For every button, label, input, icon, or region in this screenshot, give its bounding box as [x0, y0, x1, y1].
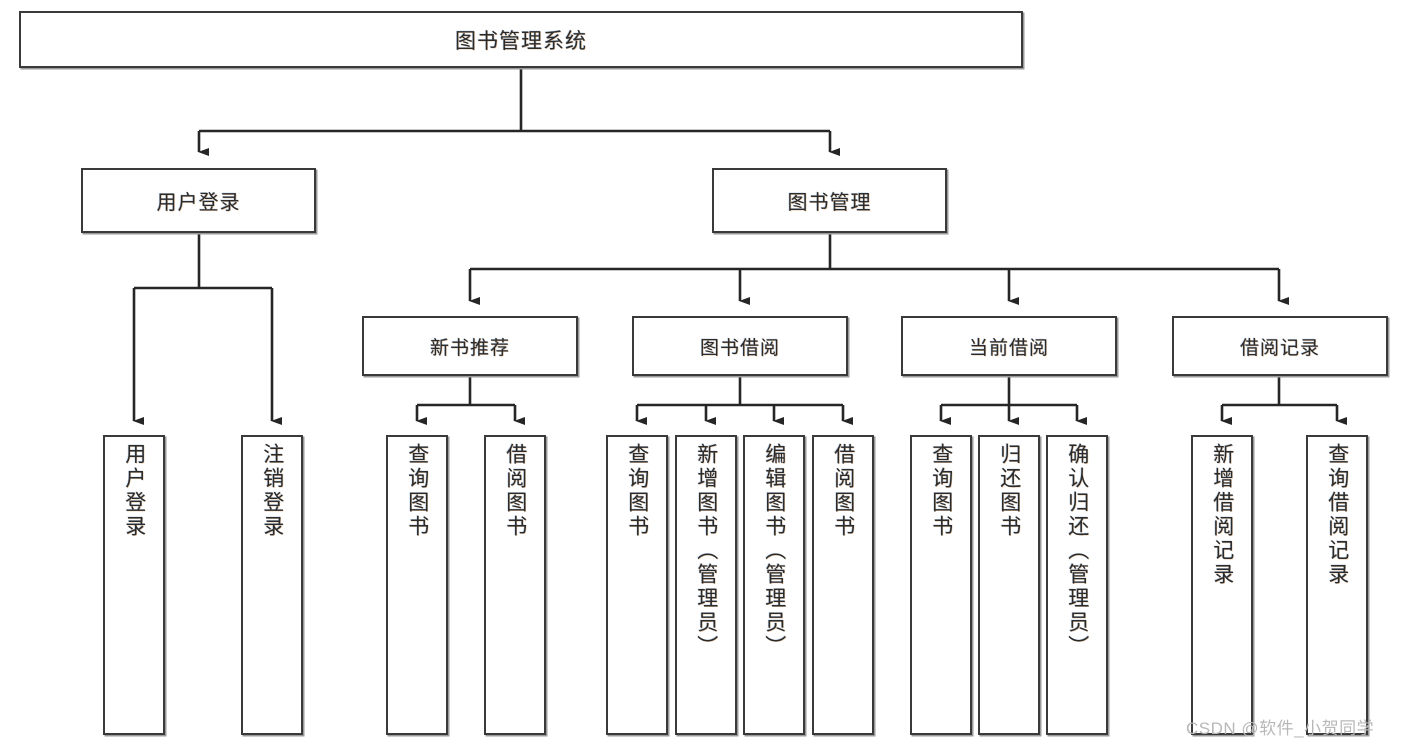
leaf-edit-book-admin[interactable]: 编辑图书（管理员） — [743, 435, 805, 735]
node-current-borrow-label: 当前借阅 — [968, 337, 1049, 359]
leaf-logout[interactable]: 注销登录 — [241, 435, 303, 735]
node-user-login[interactable]: 用户登录 — [81, 168, 316, 233]
leaf-user-login[interactable]: 用户登录 — [103, 435, 165, 735]
node-book-borrow-label: 图书借阅 — [699, 337, 780, 359]
leaf-user-login-label: 用户登录 — [122, 443, 146, 539]
node-book-borrow[interactable]: 图书借阅 — [632, 316, 848, 376]
leaf-query-borrow-record-label: 查询借阅记录 — [1325, 443, 1349, 587]
leaf-borrow-book-label: 借阅图书 — [831, 443, 855, 539]
leaf-add-book-admin-label: 新增图书（管理员） — [694, 443, 718, 659]
leaf-add-borrow-record[interactable]: 新增借阅记录 — [1191, 435, 1253, 735]
leaf-new-book-borrow[interactable]: 借阅图书 — [484, 435, 546, 735]
leaf-new-book-query[interactable]: 查询图书 — [386, 435, 448, 735]
leaf-add-borrow-record-label: 新增借阅记录 — [1210, 443, 1234, 587]
leaf-new-book-query-label: 查询图书 — [405, 443, 429, 539]
leaf-confirm-return-admin[interactable]: 确认归还（管理员） — [1046, 435, 1108, 735]
node-root-label: 图书管理系统 — [455, 29, 587, 53]
leaf-return-book-label: 归还图书 — [997, 443, 1021, 539]
node-borrow-records[interactable]: 借阅记录 — [1172, 316, 1388, 376]
leaf-current-query-book-label: 查询图书 — [929, 443, 953, 539]
leaf-logout-label: 注销登录 — [260, 443, 284, 539]
node-new-book-recommend-label: 新书推荐 — [429, 337, 510, 359]
leaf-add-book-admin[interactable]: 新增图书（管理员） — [675, 435, 737, 735]
leaf-edit-book-admin-label: 编辑图书（管理员） — [762, 443, 786, 659]
leaf-borrow-book[interactable]: 借阅图书 — [812, 435, 874, 735]
csdn-watermark: CSDN @软件_小贺同学 — [1186, 719, 1375, 738]
node-borrow-records-label: 借阅记录 — [1239, 337, 1320, 359]
node-new-book-recommend[interactable]: 新书推荐 — [362, 316, 578, 376]
leaf-borrow-query-book[interactable]: 查询图书 — [606, 435, 668, 735]
node-user-login-label: 用户登录 — [156, 192, 241, 214]
leaf-current-query-book[interactable]: 查询图书 — [910, 435, 972, 735]
leaf-query-borrow-record[interactable]: 查询借阅记录 — [1306, 435, 1368, 735]
node-current-borrow[interactable]: 当前借阅 — [901, 316, 1117, 376]
node-root-system[interactable]: 图书管理系统 — [19, 11, 1023, 68]
node-book-management[interactable]: 图书管理 — [712, 168, 947, 233]
leaf-borrow-query-book-label: 查询图书 — [625, 443, 649, 539]
leaf-return-book[interactable]: 归还图书 — [978, 435, 1040, 735]
node-book-management-label: 图书管理 — [787, 192, 872, 214]
leaf-confirm-return-admin-label: 确认归还（管理员） — [1065, 443, 1089, 659]
leaf-new-book-borrow-label: 借阅图书 — [503, 443, 527, 539]
